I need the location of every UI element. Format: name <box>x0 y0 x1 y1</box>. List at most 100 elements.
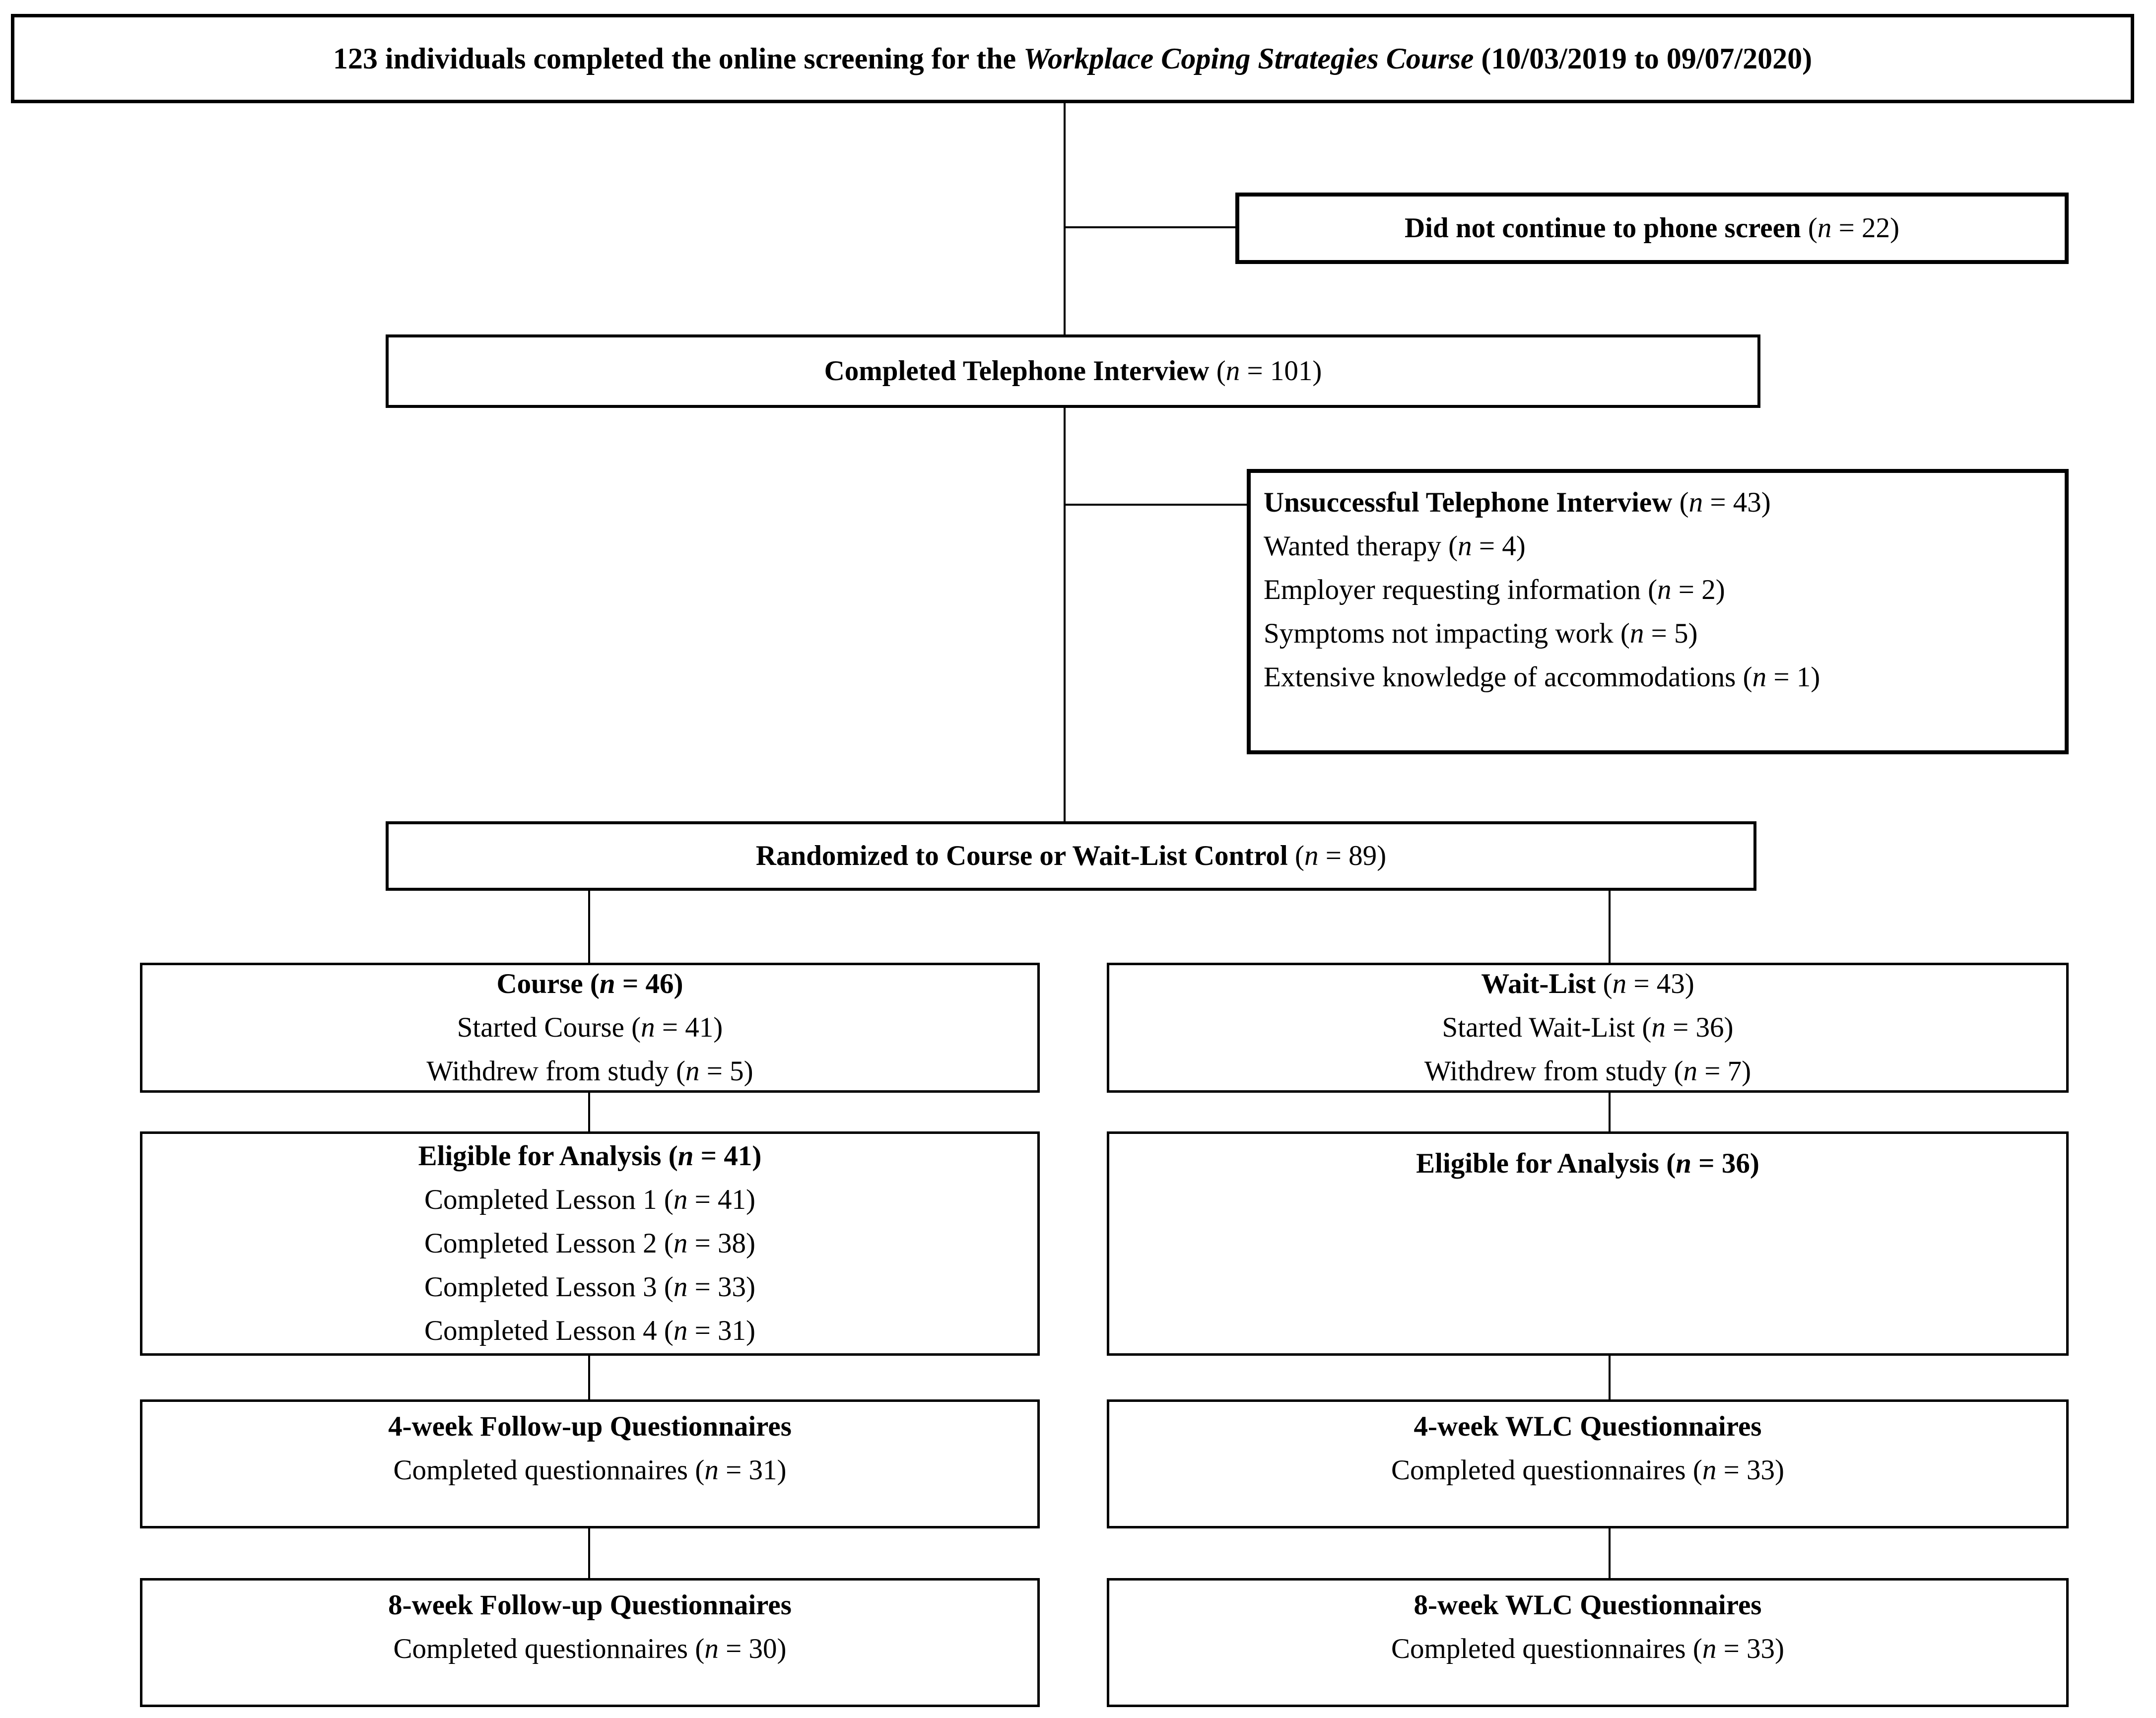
text-segment: 8-week WLC Questionnaires <box>1414 1589 1762 1621</box>
text-segment: ( <box>1603 968 1613 999</box>
text-segment: n <box>673 1184 688 1215</box>
box-unsuccessful-telephone-interview: Unsuccessful Telephone Interview (n = 43… <box>1247 469 2069 754</box>
text-segment: n <box>673 1315 688 1346</box>
connector-eligible-to-fu4-course <box>588 1355 590 1401</box>
text-segment: Workplace Coping Strategies Course <box>1023 42 1474 75</box>
text-segment: Unsuccessful Telephone Interview <box>1264 487 1680 518</box>
course-line-3: Withdrew from study (n = 5) <box>426 1050 753 1093</box>
text-segment: Completed Lesson 4 ( <box>424 1315 674 1346</box>
text-segment: n <box>1817 212 1832 244</box>
text-segment: n <box>1651 1012 1666 1043</box>
text-segment: = 1) <box>1766 661 1820 693</box>
text-segment: ( <box>1216 355 1226 387</box>
unsuccessful-line-3: Employer requesting information (n = 2) <box>1264 568 1725 612</box>
connector-course-to-eligible <box>588 1092 590 1133</box>
text-segment: = 4) <box>1472 530 1526 562</box>
text-segment: Completed Telephone Interview <box>824 355 1216 387</box>
randomized-line-1: Randomized to Course or Wait-List Contro… <box>756 834 1386 878</box>
text-segment: n <box>1225 355 1240 387</box>
eligible-course-line-4: Completed Lesson 3 (n = 33) <box>424 1265 755 1309</box>
text-segment: Completed questionnaires ( <box>393 1454 705 1486</box>
text-segment: n <box>1752 661 1767 693</box>
text-segment: = 5) <box>699 1056 753 1087</box>
text-segment: Did not continue to phone screen <box>1405 212 1808 244</box>
connector-randomized-to-waitlist <box>1609 890 1611 964</box>
text-segment: = 2) <box>1671 574 1725 605</box>
course-line-2: Started Course (n = 41) <box>457 1006 723 1050</box>
fu4-waitlist-line-2: Completed questionnaires (n = 33) <box>1391 1449 1784 1492</box>
text-segment: = 33) <box>1716 1633 1784 1664</box>
box-did-not-continue-phone-screen: Did not continue to phone screen (n = 22… <box>1235 193 2069 264</box>
text-segment: Wanted therapy ( <box>1264 530 1458 562</box>
text-segment: Started Course ( <box>457 1012 641 1043</box>
text-segment: = 5) <box>1644 618 1698 649</box>
text-segment: n <box>677 1140 694 1172</box>
text-segment: 4-week WLC Questionnaires <box>1414 1411 1762 1442</box>
text-segment: Withdrew from study ( <box>1424 1056 1684 1087</box>
text-segment: n <box>673 1271 688 1303</box>
text-segment: = 43) <box>1703 487 1771 518</box>
waitlist-line-2: Started Wait-List (n = 36) <box>1442 1006 1734 1050</box>
screening-line-1: 123 individuals completed the online scr… <box>333 37 1812 80</box>
connector-fu4-to-fu8-course <box>588 1527 590 1580</box>
text-segment: n <box>1612 968 1627 999</box>
text-segment: Eligible for Analysis ( <box>1416 1148 1676 1179</box>
connector-branch-unsuccessful <box>1065 504 1247 506</box>
text-segment: ( <box>1808 212 1818 244</box>
text-segment: n <box>1676 1148 1691 1179</box>
text-segment: Withdrew from study ( <box>426 1056 686 1087</box>
text-segment: n <box>685 1056 700 1087</box>
text-segment: Extensive knowledge of accommodations ( <box>1264 661 1752 693</box>
text-segment: Completed questionnaires ( <box>1391 1633 1702 1664</box>
box-waitlist-arm: Wait-List (n = 43)Started Wait-List (n =… <box>1107 963 2069 1093</box>
text-segment: = 31) <box>718 1454 787 1486</box>
text-segment: (10/03/2019 to 09/07/2020) <box>1474 42 1813 75</box>
text-segment: = 89) <box>1318 840 1387 871</box>
text-segment: Completed Lesson 1 ( <box>424 1184 674 1215</box>
text-segment: = 22) <box>1831 212 1899 244</box>
text-segment: 4-week Follow-up Questionnaires <box>388 1411 792 1442</box>
text-segment: n <box>1458 530 1472 562</box>
eligible-course-line-1: Eligible for Analysis (n = 41) <box>418 1134 762 1178</box>
no-phone-line-1: Did not continue to phone screen (n = 22… <box>1405 206 1899 250</box>
text-segment: ( <box>1295 840 1305 871</box>
text-segment: n <box>1304 840 1319 871</box>
box-completed-telephone-interview: Completed Telephone Interview (n = 101) <box>386 334 1760 408</box>
box-randomized: Randomized to Course or Wait-List Contro… <box>386 821 1756 891</box>
unsuccessful-line-1: Unsuccessful Telephone Interview (n = 43… <box>1264 481 1771 525</box>
text-segment: n <box>673 1228 688 1259</box>
text-segment: 123 individuals completed the online scr… <box>333 42 1024 75</box>
phone-line-1: Completed Telephone Interview (n = 101) <box>824 349 1322 393</box>
eligible-course-line-2: Completed Lesson 1 (n = 41) <box>424 1178 755 1222</box>
text-segment: = 101) <box>1240 355 1322 387</box>
text-segment: n <box>704 1454 719 1486</box>
eligible-course-line-5: Completed Lesson 4 (n = 31) <box>424 1309 755 1353</box>
fu8-course-line-1: 8-week Follow-up Questionnaires <box>388 1584 792 1627</box>
box-eligible-analysis-waitlist: Eligible for Analysis (n = 36) <box>1107 1131 2069 1356</box>
box-online-screening: 123 individuals completed the online scr… <box>11 14 2134 103</box>
course-line-1: Course (n = 46) <box>496 962 683 1006</box>
text-segment: Employer requesting information ( <box>1264 574 1658 605</box>
connector-phone-to-randomized <box>1064 407 1066 823</box>
unsuccessful-line-5: Extensive knowledge of accommodations (n… <box>1264 656 1820 699</box>
eligible-waitlist-line-1: Eligible for Analysis (n = 36) <box>1416 1142 1759 1186</box>
fu4-course-line-1: 4-week Follow-up Questionnaires <box>388 1405 792 1449</box>
text-segment: Symptoms not impacting work ( <box>1264 618 1630 649</box>
text-segment: Completed Lesson 3 ( <box>424 1271 674 1303</box>
fu8-waitlist-line-2: Completed questionnaires (n = 33) <box>1391 1627 1784 1671</box>
text-segment: = 31) <box>687 1315 755 1346</box>
waitlist-line-3: Withdrew from study (n = 7) <box>1424 1050 1751 1093</box>
text-segment: n <box>599 968 615 999</box>
box-course-arm: Course (n = 46)Started Course (n = 41)Wi… <box>140 963 1040 1093</box>
text-segment: n <box>641 1012 655 1043</box>
box-eligible-analysis-course: Eligible for Analysis (n = 41)Completed … <box>140 1131 1040 1356</box>
eligible-course-line-3: Completed Lesson 2 (n = 38) <box>424 1222 755 1265</box>
text-segment: n <box>1688 487 1703 518</box>
text-segment: n <box>1683 1056 1698 1087</box>
unsuccessful-line-2: Wanted therapy (n = 4) <box>1264 525 1526 568</box>
connector-randomized-to-course <box>588 890 590 964</box>
text-segment: = 33) <box>1716 1454 1784 1486</box>
